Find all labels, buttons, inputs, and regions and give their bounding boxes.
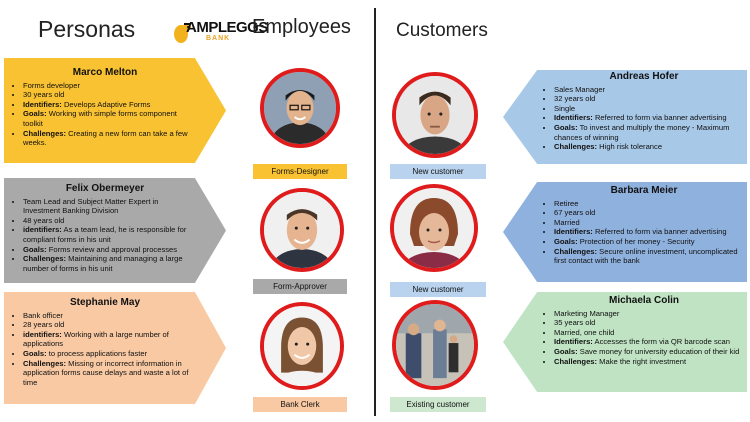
persona-card-andreas-hofer: Andreas Hofer Sales Manager 32 years old… <box>503 70 747 164</box>
detail-item: Identifiers: Referred to form via banner… <box>554 227 743 237</box>
persona-name: Andreas Hofer <box>609 71 679 82</box>
detail-item: 35 years old <box>554 318 743 328</box>
stephanie-may-photo <box>260 302 344 390</box>
detail-item: Goals: Save money for university educati… <box>554 347 743 357</box>
role-tag-form-approver: Form-Approver <box>253 279 347 294</box>
persona-name: Marco Melton <box>72 67 138 78</box>
persona-name: Stephanie May <box>69 297 141 308</box>
brand-name: AMPLEGGS <box>186 19 268 36</box>
persona-name: Barbara Meier <box>610 185 678 196</box>
detail-item: Single <box>554 104 743 114</box>
ampleggs-logo: AMPLEGGS BANK <box>172 18 268 48</box>
persona-details: Retiree 67 years old Married Identifiers… <box>545 199 743 266</box>
customers-title: Customers <box>396 20 488 41</box>
persona-details: Team Lead and Subject Matter Expert in I… <box>14 197 196 274</box>
persona-name: Michaela Colin <box>608 295 679 306</box>
egg-mascot-icon <box>174 23 191 43</box>
persona-details: Sales Manager 32 years old Single Identi… <box>545 85 743 152</box>
detail-item: Challenges: Secure online investment, un… <box>554 247 743 266</box>
marco-melton-photo <box>260 68 340 148</box>
persona-details: Marketing Manager 35 years old Married, … <box>545 309 743 367</box>
persona-details: Forms developer 30 years old Identifiers… <box>14 81 196 148</box>
michaela-colin-photo <box>392 300 478 390</box>
persona-card-stephanie-may: Stephanie May Bank officer 28 years old … <box>4 292 226 404</box>
section-divider <box>374 8 376 416</box>
detail-item: 30 years old <box>23 90 196 100</box>
detail-item: Goals: Protection of her money - Securit… <box>554 237 743 247</box>
andreas-hofer-photo <box>392 72 478 158</box>
detail-item: identifiers: As a team lead, he is respo… <box>23 225 196 244</box>
detail-item: Married, one child <box>554 328 743 338</box>
detail-item: Goals: Forms review and approval process… <box>23 245 196 255</box>
felix-obermeyer-photo <box>260 188 344 272</box>
detail-item: 67 years old <box>554 208 743 218</box>
role-tag-bank-clerk: Bank Clerk <box>253 397 347 412</box>
detail-item: Challenges: Missing or incorrect informa… <box>23 359 196 388</box>
customer-tag-new: New customer <box>390 164 486 179</box>
personas-title: Personas <box>38 16 136 42</box>
detail-item: Team Lead and Subject Matter Expert in I… <box>23 197 196 216</box>
detail-item: 48 years old <box>23 216 196 226</box>
detail-item: Marketing Manager <box>554 309 743 319</box>
detail-item: Forms developer <box>23 81 196 91</box>
detail-item: 28 years old <box>23 320 196 330</box>
brand-sub: BANK <box>206 35 231 42</box>
persona-card-felix-obermeyer: Felix Obermeyer Team Lead and Subject Ma… <box>4 178 226 283</box>
detail-item: Goals: to process applications faster <box>23 349 196 359</box>
detail-item: Goals: Working with simple forms compone… <box>23 109 196 128</box>
detail-item: Identifiers: Develops Adaptive Forms <box>23 100 196 110</box>
persona-card-marco-melton: Marco Melton Forms developer 30 years ol… <box>4 58 226 163</box>
persona-details: Bank officer 28 years old identifiers: W… <box>14 311 196 388</box>
persona-name: Felix Obermeyer <box>65 183 145 194</box>
detail-item: Retiree <box>554 199 743 209</box>
employees-title: Employees <box>252 16 351 38</box>
detail-item: Identifiers: Accesses the form via QR ba… <box>554 337 743 347</box>
detail-item: Married <box>554 218 743 228</box>
role-tag-forms-designer: Forms-Designer <box>253 164 347 179</box>
detail-item: Challenges: High risk tolerance <box>554 142 743 152</box>
detail-item: Challenges: Make the right investment <box>554 357 743 367</box>
persona-card-michaela-colin: Michaela Colin Marketing Manager 35 year… <box>503 292 747 392</box>
detail-item: identifiers: Working with a large number… <box>23 330 196 349</box>
detail-item: Identifiers: Referred to form via banner… <box>554 113 743 123</box>
detail-item: Goals: To invest and multiply the money … <box>554 123 743 142</box>
detail-item: 32 years old <box>554 94 743 104</box>
persona-card-barbara-meier: Barbara Meier Retiree 67 years old Marri… <box>503 182 747 282</box>
barbara-meier-photo <box>390 184 478 272</box>
detail-item: Sales Manager <box>554 85 743 95</box>
customer-tag-existing: Existing customer <box>390 397 486 412</box>
detail-item: Challenges: Creating a new form can take… <box>23 129 196 148</box>
detail-item: Bank officer <box>23 311 196 321</box>
customer-tag-new: New customer <box>390 282 486 297</box>
detail-item: Challenges: Maintaining and managing a l… <box>23 254 196 273</box>
